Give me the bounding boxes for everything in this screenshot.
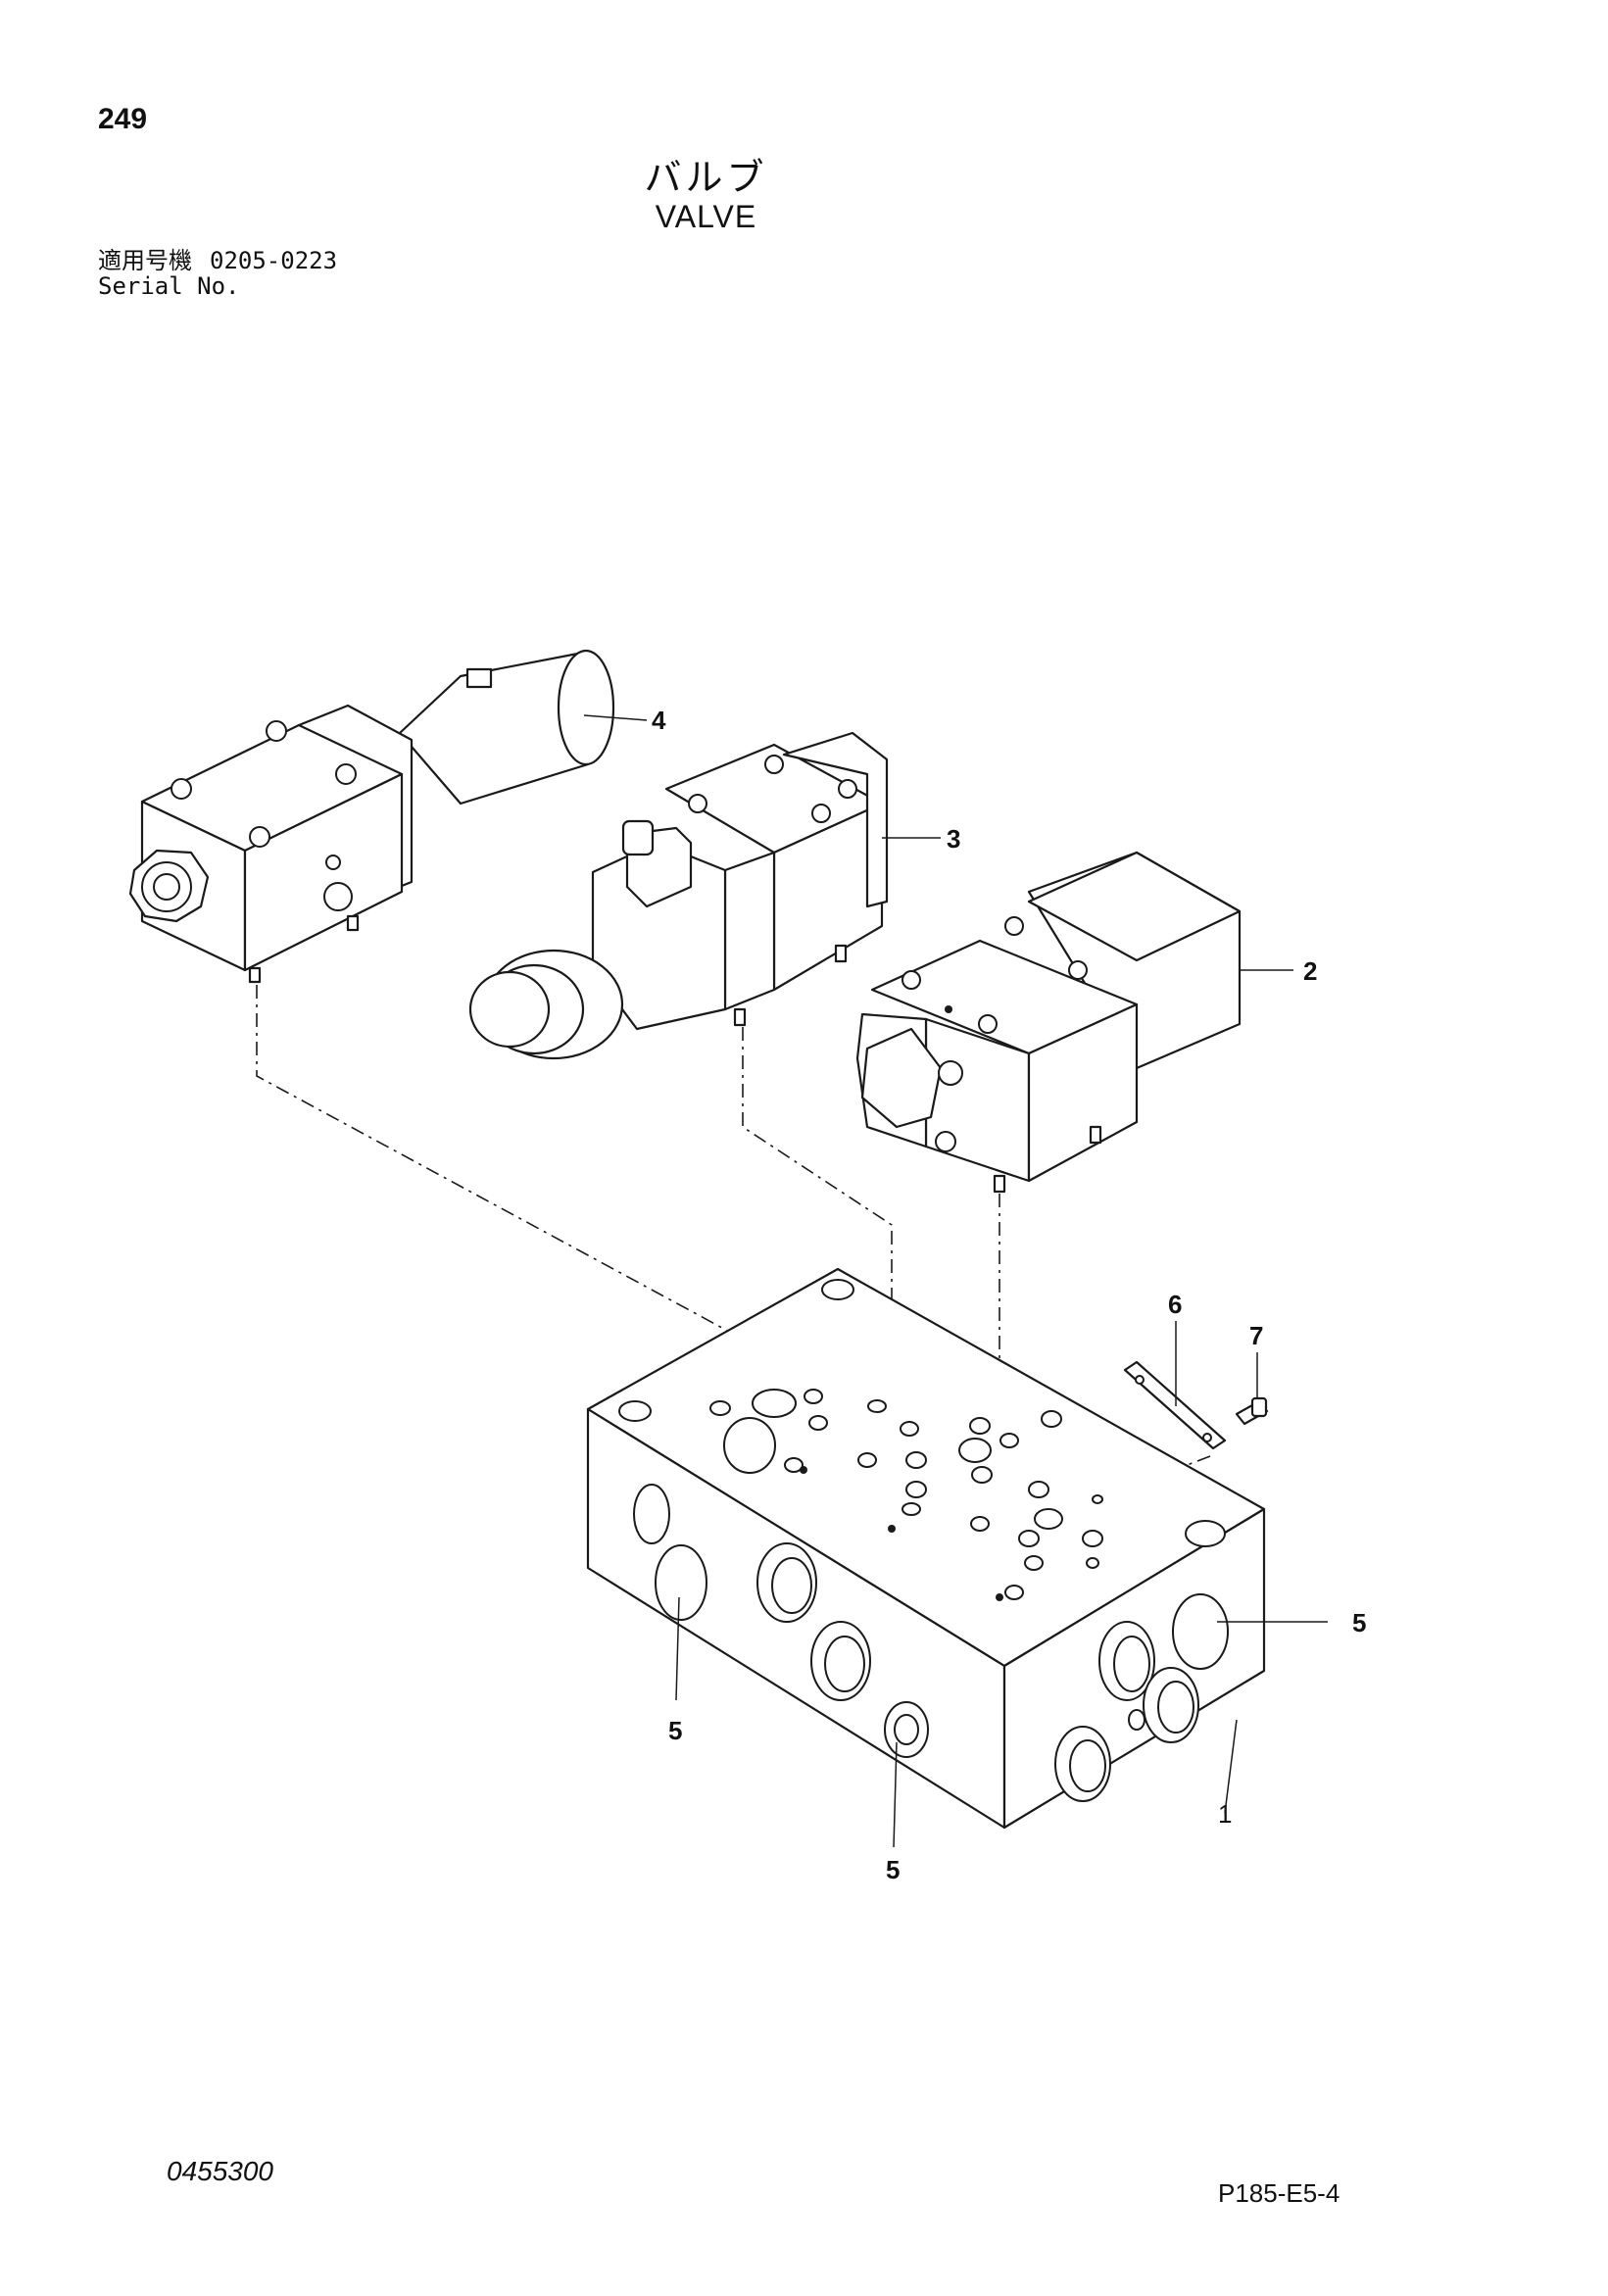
- callout-numbers: 4 3 2 6 7 5 5 5 1: [652, 706, 1366, 1884]
- callout-leaders: [583, 714, 1328, 1848]
- part-6-name-plate: [1123, 1360, 1227, 1450]
- part-2-directional-valve: [855, 851, 1242, 1194]
- page-number: 249: [98, 103, 148, 135]
- serial-line-jp: 適用号機 0205-0223: [98, 248, 337, 273]
- callout-1: 1: [1218, 1799, 1232, 1829]
- serial-label-en: Serial No.: [98, 272, 240, 300]
- page-title-japanese: バルブ: [644, 156, 768, 199]
- serial-range-value: 0205-0223: [210, 247, 338, 274]
- part-3-directional-valve: [468, 731, 889, 1060]
- callout-5-bottom: 5: [886, 1855, 900, 1884]
- callout-6: 6: [1168, 1290, 1182, 1319]
- callout-5-right: 5: [1352, 1608, 1366, 1637]
- part-7-screw: [1235, 1396, 1269, 1426]
- serial-info: 適用号機 0205-0223 Serial No.: [98, 248, 337, 299]
- part-1-manifold-block: [586, 1267, 1266, 1830]
- callout-4: 4: [652, 706, 666, 735]
- drawing-code: 0455300: [167, 2156, 274, 2186]
- callout-7: 7: [1249, 1321, 1263, 1350]
- callout-2: 2: [1303, 956, 1317, 986]
- serial-label-jp: 適用号機: [98, 247, 192, 274]
- part-4-solenoid-valve: [128, 649, 615, 984]
- page-reference-code: P185-E5-4: [1218, 2178, 1340, 2208]
- callout-3: 3: [947, 824, 960, 854]
- callout-5-left: 5: [668, 1716, 682, 1745]
- page-title-english: VALVE: [655, 199, 757, 234]
